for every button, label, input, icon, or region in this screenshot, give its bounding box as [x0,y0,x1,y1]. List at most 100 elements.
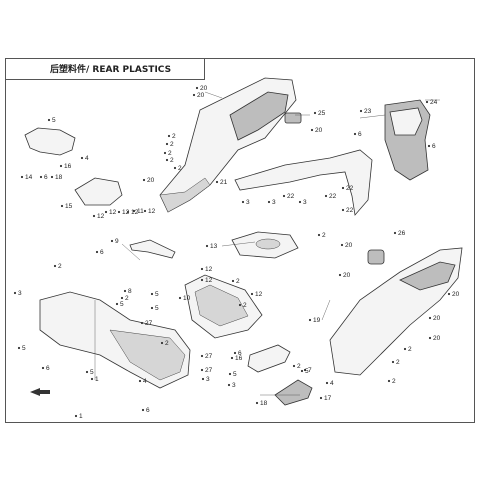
callout-dot [20,175,24,179]
callout-number: 3 [246,199,250,206]
callout-dot [50,175,54,179]
callout-number: 9 [115,238,119,245]
callout-dot [74,414,78,418]
callout-number: 20 [345,242,353,249]
callout-dot [59,164,63,168]
callout-dot [192,93,196,97]
callout-dot [300,369,304,373]
callout-number: 27 [205,353,213,360]
callout-dot [80,156,84,160]
callout-dot [227,383,231,387]
callout-number: 2 [165,340,169,347]
callout-number: 22 [346,185,354,192]
callout-dot [150,292,154,296]
callout-dot [428,316,432,320]
rear-frame-side [109,329,186,381]
callout-number: 2 [178,165,182,172]
callout-dot [138,379,142,383]
callout-dot [41,366,45,370]
callout-number: 23 [364,108,372,115]
callout-dot [238,303,242,307]
callout-dot [308,318,312,322]
callout-dot [319,396,323,400]
callout-number: 6 [238,350,242,357]
callout-dot [255,401,259,405]
callout-dot [90,377,94,381]
callout-number: 13 [210,243,218,250]
callout-dot [387,379,391,383]
callout-dot [338,273,342,277]
callout-dot [341,186,345,190]
callout-number: 12 [109,209,117,216]
rail-17 [274,379,313,406]
callout-dot [165,158,169,162]
callout-number: 5 [22,345,26,352]
callout-dot [313,111,317,115]
callout-number: 22 [329,193,337,200]
callout-dot [303,368,307,372]
callout-dot [47,118,51,122]
callout-dot [167,134,171,138]
callout-dot [60,204,64,208]
callout-number: 8 [128,288,132,295]
callout-dot [160,341,164,345]
rear-seat-panel-top [229,91,289,141]
callout-number: 6 [358,131,362,138]
callout-number: 7 [308,367,312,374]
callout-dot [142,178,146,182]
callout-number: 22 [346,207,354,214]
callout-number: 18 [260,400,268,407]
callout-dot [53,264,57,268]
callout-number: 12 [131,209,139,216]
rail-16 [247,344,291,373]
callout-number: 21 [220,179,228,186]
callout-dot [205,244,209,248]
callout-number: 1 [79,413,83,420]
callout-number: 12 [205,266,213,273]
callout-number: 3 [18,290,22,297]
callout-dot [359,109,363,113]
callout-dot [428,336,432,340]
callout-number: 3 [206,376,210,383]
callout-number: 17 [324,395,332,402]
callout-dot [393,231,397,235]
callout-dot [215,180,219,184]
direction-arrow-icon [30,388,50,396]
callout-dot [391,360,395,364]
callout-number: 6 [432,143,436,150]
callout-number: 2 [170,141,174,148]
bracket-14 [24,127,76,156]
callout-dot [123,289,127,293]
callout-dot [178,296,182,300]
callout-dot [282,194,286,198]
callout-number: 4 [330,380,334,387]
callout-number: 20 [200,85,208,92]
callout-number: 19 [313,317,321,324]
rear-seat-side [159,177,211,213]
callout-number: 1 [95,376,99,383]
callout-number: 20 [452,291,460,298]
callout-number: 20 [197,92,205,99]
callout-number: 2 [125,295,129,302]
callout-number: 2 [236,278,240,285]
callout-dot [447,292,451,296]
callout-number: 27 [205,367,213,374]
callout-dot [173,166,177,170]
callout-dot [267,200,271,204]
callout-number: 2 [297,363,301,370]
tail-light-lens [389,107,423,136]
callout-number: 16 [64,163,72,170]
callout-dot [110,239,114,243]
callout-number: 6 [146,407,150,414]
callout-dot [341,208,345,212]
callout-dot [201,377,205,381]
callout-dot [165,142,169,146]
callout-dot [325,381,329,385]
callout-number: 22 [287,193,295,200]
callout-number: 12 [97,213,105,220]
callout-number: 3 [303,199,307,206]
callout-number: 2 [243,302,247,309]
callout-number: 24 [430,99,438,106]
callout-number: 2 [322,232,326,239]
callout-dot [241,200,245,204]
